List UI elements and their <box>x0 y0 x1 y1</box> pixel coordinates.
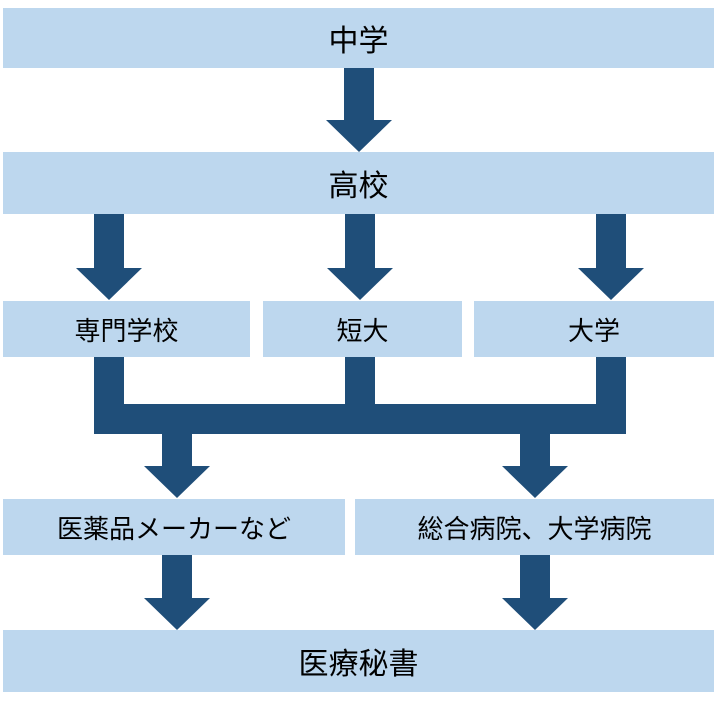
node-high-school-label: 高校 <box>328 169 389 204</box>
arrow-high-school-to-university <box>578 214 644 300</box>
arrow-to-pharma-makers <box>144 432 210 498</box>
node-high-school: 高校 <box>3 152 714 214</box>
arrow-to-hospitals <box>502 432 568 498</box>
arrow-high-school-to-junior-college <box>327 214 393 300</box>
node-medical-secretary-label: 医療秘書 <box>298 647 419 682</box>
node-junior-high-label: 中学 <box>328 24 389 59</box>
connector-junior-college-down <box>345 357 375 405</box>
node-junior-high: 中学 <box>3 8 714 68</box>
node-junior-college-label: 短大 <box>336 316 389 347</box>
arrow-high-school-to-vocational <box>76 214 142 300</box>
node-vocational-school: 専門学校 <box>3 301 250 357</box>
node-university-label: 大学 <box>567 316 620 347</box>
node-hospitals: 総合病院、大学病院 <box>355 499 714 555</box>
connector-horizontal-bar <box>94 404 626 434</box>
connector-university-down <box>596 357 626 405</box>
node-pharma-makers-label: 医薬品メーカーなど <box>56 514 291 545</box>
node-medical-secretary: 医療秘書 <box>3 630 714 692</box>
node-junior-college: 短大 <box>263 301 462 357</box>
arrow-junior-high-to-high-school <box>326 68 392 152</box>
connector-vocational-down <box>94 357 124 405</box>
arrow-hospitals-to-medical-secretary <box>502 554 568 630</box>
arrow-pharma-to-medical-secretary <box>144 554 210 630</box>
node-pharma-makers: 医薬品メーカーなど <box>3 499 345 555</box>
node-university: 大学 <box>474 301 714 357</box>
node-hospitals-label: 総合病院、大学病院 <box>417 514 652 545</box>
node-vocational-school-label: 専門学校 <box>74 316 179 347</box>
